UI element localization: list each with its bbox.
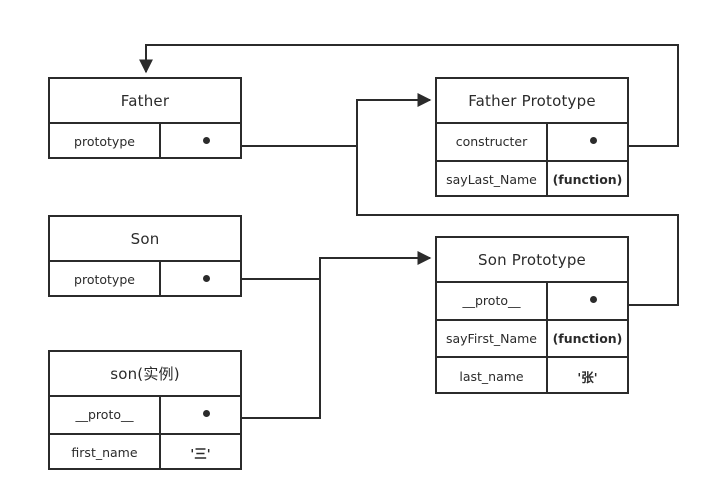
value-son-prototype-1: (function) [552, 330, 623, 346]
key-father-0: prototype [50, 124, 161, 159]
box-title-father-prototype: Father Prototype [468, 91, 596, 110]
wire-son-instance-proto [206, 258, 321, 419]
pointer-dot-son-instance-0 [203, 410, 210, 418]
value-father-prototype-0 [548, 124, 627, 160]
row-son-prototype-1: sayFirst_Name(function) [437, 318, 627, 357]
pointer-dot-son-0 [203, 275, 210, 282]
box-title-son-instance: son(实例) [110, 365, 180, 383]
key-son-0: prototype [50, 262, 161, 297]
box-title-son-prototype: Son Prototype [478, 250, 586, 269]
box-title-son: Son [130, 229, 160, 248]
value-son-prototype-2: '张' [577, 369, 598, 385]
row-son-0: prototype [50, 260, 240, 297]
key-son-instance-0: __proto__ [50, 397, 161, 433]
value-father-prototype-1: (function) [552, 171, 623, 187]
box-son-prototype: Son Prototype __proto__sayFirst_Name(func… [435, 236, 629, 394]
row-son-instance-1: first_name '三' [50, 432, 240, 470]
row-son-prototype-2: last_name '张' [437, 356, 627, 394]
key-father-prototype-1: sayLast_Name [437, 161, 548, 197]
box-title-father: Father [120, 91, 170, 110]
box-son: Son prototype [48, 215, 242, 297]
wire-father-prototype-constructer [139, 44, 679, 147]
value-son-0 [161, 262, 240, 297]
row-father-0: prototype [50, 122, 240, 159]
pointer-dot-son-prototype-0 [590, 296, 597, 304]
row-son-prototype-0: __proto__ [437, 281, 627, 319]
pointer-dot-father-prototype-0 [590, 137, 597, 145]
row-father-prototype-1: sayLast_Name(function) [437, 159, 627, 197]
row-son-instance-0: __proto__ [50, 395, 240, 433]
box-son-instance: son(实例) __proto__first_name '三' [48, 350, 242, 470]
value-son-prototype-0 [548, 283, 627, 319]
row-father-prototype-0: constructer [437, 122, 627, 160]
wire-son-prototype-proto [356, 146, 679, 306]
value-son-instance-0 [161, 397, 240, 433]
value-father-0 [161, 124, 240, 159]
box-father: Father prototype [48, 77, 242, 159]
key-son-prototype-1: sayFirst_Name [437, 320, 548, 357]
key-son-instance-1: first_name [50, 434, 161, 470]
key-father-prototype-0: constructer [437, 124, 548, 160]
wire-father-prototype [206, 93, 432, 147]
key-son-prototype-0: __proto__ [437, 283, 548, 319]
pointer-dot-father-0 [203, 137, 210, 144]
key-son-prototype-2: last_name [437, 358, 548, 394]
value-son-instance-1: '三' [190, 445, 211, 461]
